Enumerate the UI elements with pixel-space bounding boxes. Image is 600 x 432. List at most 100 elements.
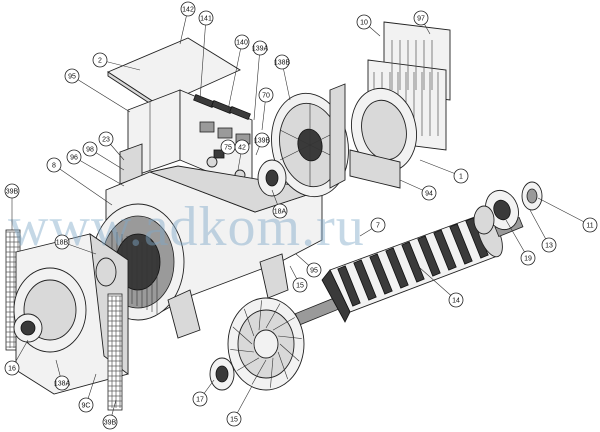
- callout-12: 98: [82, 141, 98, 157]
- callout-34: 15: [226, 411, 242, 427]
- callout-circle: [46, 157, 62, 173]
- callout-label: 19: [524, 255, 532, 262]
- callout-label: 139B: [254, 137, 271, 144]
- fan-cover-ring: [349, 87, 417, 189]
- callout-circle: [54, 234, 70, 250]
- callout-circle: [66, 149, 82, 165]
- callout-circle: [4, 360, 20, 376]
- callout-label: 9C: [82, 402, 91, 409]
- callout-27: 13: [541, 237, 557, 253]
- callout-label: 18A: [274, 208, 287, 215]
- callout-19: 94: [421, 185, 437, 201]
- callout-label: 97: [417, 15, 425, 22]
- callout-label: 18B: [56, 239, 69, 246]
- callout-label: 138A: [54, 380, 71, 387]
- callout-29: 16: [4, 360, 20, 376]
- exciter-bearing: [473, 181, 543, 235]
- callout-21: 18B: [54, 234, 70, 250]
- front-end-shield: [5, 229, 129, 411]
- bearing-ring-17: [209, 357, 235, 391]
- callout-3: 10: [356, 14, 372, 30]
- callout-circle: [4, 183, 20, 199]
- callout-label: 10: [360, 19, 368, 26]
- callout-1: 141: [198, 10, 214, 26]
- callout-circle: [234, 34, 250, 50]
- leader-line: [227, 41, 243, 111]
- callout-circle: [102, 414, 118, 430]
- callout-2: 97: [413, 10, 429, 26]
- callout-label: 94: [425, 190, 433, 197]
- callout-circle: [370, 217, 386, 233]
- callout-4: 2: [92, 52, 108, 68]
- callout-label: 139A: [252, 45, 269, 52]
- callout-circle: [92, 52, 108, 68]
- callout-33: 17: [192, 391, 208, 407]
- callout-24: 7: [370, 217, 386, 233]
- callout-14: 8: [46, 157, 62, 173]
- callout-label: 141: [200, 15, 212, 22]
- callout-circle: [82, 141, 98, 157]
- end-bracket-ribbed: [271, 83, 349, 198]
- callout-circle: [234, 139, 250, 155]
- callout-5: 95: [64, 68, 80, 84]
- callout-circle: [421, 185, 437, 201]
- callout-label: 39B: [104, 419, 117, 426]
- callout-circle: [413, 10, 429, 26]
- callout-label: 42: [238, 144, 246, 151]
- callout-label: 70: [262, 92, 270, 99]
- callout-label: 15: [230, 416, 238, 423]
- callout-label: 13: [545, 242, 553, 249]
- leader-line: [419, 267, 457, 301]
- leader-line: [253, 47, 261, 121]
- callout-circle: [252, 40, 268, 56]
- callout-label: 140: [236, 39, 248, 46]
- leader-line: [73, 156, 125, 187]
- callout-label: 39B: [6, 188, 19, 195]
- callout-label: 11: [586, 222, 593, 229]
- callout-10: 139B: [254, 132, 271, 148]
- callout-26: 19: [520, 250, 536, 266]
- callout-circle: [198, 10, 214, 26]
- callout-circle: [274, 54, 290, 70]
- callout-circle: [582, 217, 598, 233]
- callout-label: 142: [182, 6, 194, 13]
- callout-label: 15: [296, 282, 304, 289]
- callout-circle: [356, 14, 372, 30]
- callout-label: 75: [224, 144, 232, 151]
- callout-label: 16: [8, 365, 16, 372]
- callout-circle: [98, 131, 114, 147]
- callout-22: 95: [306, 262, 322, 278]
- callout-circle: [272, 203, 288, 219]
- leader-line: [53, 164, 113, 206]
- terminal-bus-bars: [193, 93, 251, 181]
- callout-circle: [180, 1, 196, 17]
- callout-25: 11: [582, 217, 598, 233]
- callout-circle: [254, 132, 270, 148]
- callout-label: 95: [310, 267, 318, 274]
- callout-circle: [520, 250, 536, 266]
- callout-15: 75: [220, 139, 236, 155]
- callout-13: 96: [66, 149, 82, 165]
- callout-circle: [448, 292, 464, 308]
- callout-label: 1: [459, 173, 463, 180]
- fan-wheel: [227, 297, 305, 391]
- callout-28: 14: [448, 292, 464, 308]
- callout-label: 17: [196, 396, 204, 403]
- callout-circle: [226, 411, 242, 427]
- callout-label: 95: [68, 73, 76, 80]
- callout-label: 138B: [274, 59, 291, 66]
- callout-6: 140: [234, 34, 250, 50]
- callout-label: 98: [86, 146, 94, 153]
- callout-11: 23: [98, 131, 114, 147]
- callout-label: 96: [70, 154, 78, 161]
- callout-circle: [292, 277, 308, 293]
- callout-circle: [64, 68, 80, 84]
- leader-line: [71, 75, 131, 113]
- callout-20: 39B: [4, 183, 20, 199]
- callout-label: 23: [102, 136, 110, 143]
- callout-32: 39B: [102, 414, 118, 430]
- callout-16: 42: [234, 139, 250, 155]
- callout-label: 7: [376, 222, 380, 229]
- callout-9: 70: [258, 87, 274, 103]
